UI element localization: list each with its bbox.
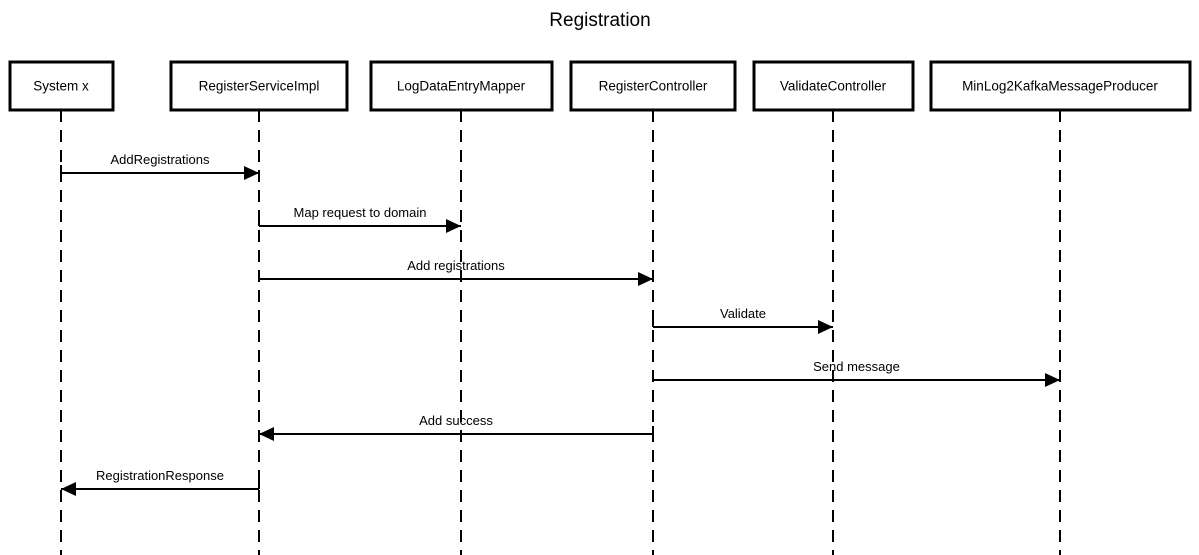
message-arrowhead-msg-validate [818, 320, 833, 334]
participant-box-register-service-impl [169, 60, 349, 112]
participant-min-log2-kafka-message-producer[interactable]: MinLog2KafkaMessageProducer [929, 60, 1192, 112]
message-label-msg-add-registrations: AddRegistrations [111, 152, 210, 167]
participants-group: System x RegisterServiceImpl LogDataEntryM… [8, 60, 1192, 112]
participant-register-service-impl[interactable]: RegisterServiceImpl [169, 60, 349, 112]
message-msg-add-success[interactable]: Add success [259, 413, 654, 441]
message-label-msg-send-message: Send message [813, 359, 900, 374]
participant-label-validate-controller: ValidateController [780, 79, 887, 94]
participant-label-register-controller: RegisterController [599, 79, 708, 94]
message-msg-add-registrations[interactable]: AddRegistrations [60, 152, 259, 180]
participant-box-min-log2-kafka-message-producer [929, 60, 1192, 112]
participant-box-log-data-entry-mapper [369, 60, 554, 112]
participant-log-data-entry-mapper[interactable]: LogDataEntryMapper [369, 60, 554, 112]
participant-label-system-x: System x [33, 79, 89, 94]
message-label-msg-validate: Validate [720, 306, 766, 321]
participant-label-register-service-impl: RegisterServiceImpl [199, 79, 320, 94]
message-msg-add-registrations-2[interactable]: Add registrations [258, 258, 653, 286]
message-arrowhead-msg-send-message [1045, 373, 1060, 387]
message-arrowhead-msg-registration-response [61, 482, 76, 496]
message-msg-registration-response[interactable]: RegistrationResponse [61, 468, 260, 496]
diagram-title-group: Registration [549, 10, 650, 31]
message-msg-map-request-to-domain[interactable]: Map request to domain [258, 205, 461, 233]
participant-box-system-x [8, 60, 115, 112]
participant-register-controller[interactable]: RegisterController [569, 60, 737, 112]
participant-label-min-log2-kafka-message-producer: MinLog2KafkaMessageProducer [962, 79, 1158, 94]
message-arrowhead-msg-add-success [259, 427, 274, 441]
message-msg-send-message[interactable]: Send message [652, 359, 1060, 387]
message-label-msg-map-request-to-domain: Map request to domain [294, 205, 427, 220]
message-arrowhead-msg-add-registrations [244, 166, 259, 180]
message-label-msg-add-registrations-2: Add registrations [407, 258, 505, 273]
participant-validate-controller[interactable]: ValidateController [752, 60, 915, 112]
participant-system-x[interactable]: System x [8, 60, 115, 112]
message-label-msg-add-success: Add success [419, 413, 493, 428]
message-msg-validate[interactable]: Validate [652, 306, 833, 334]
page-title: Registration [549, 10, 650, 31]
message-arrowhead-msg-add-registrations-2 [638, 272, 653, 286]
message-arrowhead-msg-map-request-to-domain [446, 219, 461, 233]
lifelines-group [60, 110, 1061, 555]
participant-box-register-controller [569, 60, 737, 112]
message-label-msg-registration-response: RegistrationResponse [96, 468, 224, 483]
participant-box-validate-controller [752, 60, 915, 112]
participant-label-log-data-entry-mapper: LogDataEntryMapper [397, 79, 526, 94]
